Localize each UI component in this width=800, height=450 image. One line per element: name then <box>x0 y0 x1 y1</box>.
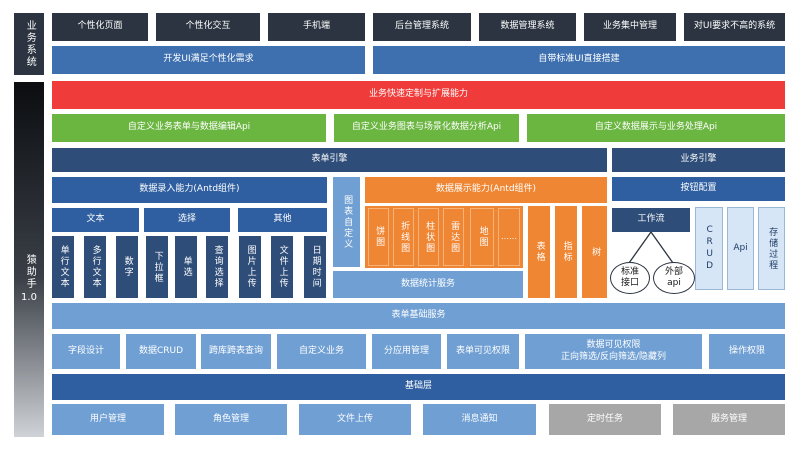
system-business-center: 业务集中管理 <box>584 13 676 41</box>
system-mobile: 手机端 <box>268 13 365 41</box>
entry-dropdown: 下拉框 <box>146 236 168 298</box>
entry-datetime: 日期时间 <box>304 236 326 298</box>
stored-procedure: 存储过程 <box>758 207 785 290</box>
service-management: 服务管理 <box>673 404 785 435</box>
system-data-management: 数据管理系统 <box>479 13 576 41</box>
system-personalized-interaction: 个性化交互 <box>156 13 260 41</box>
chart-radar: 雷达图 <box>443 208 464 266</box>
entry-group-other: 其他 <box>238 208 327 232</box>
display-table: 表格 <box>528 206 550 298</box>
chart-line: 折线图 <box>393 208 414 266</box>
data-crud: 数据CRUD <box>126 334 196 369</box>
assistant-label: 猿助手 <box>24 254 36 291</box>
message-notification: 消息通知 <box>423 404 536 435</box>
capability-bar: 业务快速定制与扩展能力 <box>52 81 785 109</box>
button-config: 按钮配置 <box>612 177 785 201</box>
api: Api <box>727 207 754 290</box>
entry-radio: 单选 <box>175 236 197 298</box>
system-admin: 后台管理系统 <box>373 13 471 41</box>
chart-more: …… <box>498 208 520 266</box>
chart-map: 地图 <box>470 208 494 266</box>
need-custom-ui: 开发UI满足个性化需求 <box>52 46 365 74</box>
role-management: 角色管理 <box>175 404 287 435</box>
entry-number: 数字 <box>116 236 138 298</box>
api-chart-analysis: 自定义业务图表与场景化数据分析Api <box>334 114 519 142</box>
user-management: 用户管理 <box>52 404 164 435</box>
standard-api-node: 标准接口 <box>610 262 650 294</box>
data-entry-title: 数据录入能力(Antd组件) <box>52 177 327 203</box>
entry-query-select: 查询选择 <box>206 236 228 298</box>
data-visibility: 数据可见权限 正向筛选/反向筛选/隐藏列 <box>525 334 702 369</box>
entry-file-upload: 文件上传 <box>271 236 293 298</box>
entry-multi-line-text: 多行文本 <box>84 236 106 298</box>
api-display-processing: 自定义数据展示与业务处理Api <box>527 114 785 142</box>
entry-single-line-text: 单行文本 <box>52 236 74 298</box>
chart-custom: 图表自定义 <box>333 177 360 267</box>
base-layer-title: 基础层 <box>52 374 785 400</box>
field-design: 字段设计 <box>52 334 120 369</box>
data-visibility-line2: 正向筛选/反向筛选/隐藏列 <box>560 351 667 362</box>
entry-group-text: 文本 <box>52 208 139 232</box>
form-base-title: 表单基础服务 <box>52 303 785 329</box>
form-visibility: 表单可见权限 <box>447 334 519 369</box>
business-engine-title: 业务引擎 <box>612 148 785 172</box>
entry-group-select: 选择 <box>144 208 230 232</box>
crud: CRUD <box>695 207 723 290</box>
form-engine-title: 表单引擎 <box>52 148 607 172</box>
chart-bar: 柱状图 <box>418 208 439 266</box>
cross-db-query: 跨库跨表查询 <box>201 334 271 369</box>
assistant-sidebar: 猿助手 1.0 <box>14 82 44 437</box>
api-form-editing: 自定义业务表单与数据编辑Api <box>52 114 326 142</box>
need-standard-ui: 自带标准UI直接搭建 <box>373 46 785 74</box>
custom-business: 自定义业务 <box>277 334 366 369</box>
display-indicator: 指标 <box>555 206 577 298</box>
assistant-version: 1.0 <box>21 292 37 304</box>
system-low-ui: 对UI要求不高的系统 <box>684 13 785 41</box>
entry-image-upload: 图片上传 <box>239 236 261 298</box>
workflow: 工作流 <box>612 208 690 232</box>
business-system-sidebar: 业务系统 <box>14 13 44 75</box>
scheduled-task: 定时任务 <box>549 404 661 435</box>
data-visibility-line1: 数据可见权限 <box>586 340 641 351</box>
business-system-label: 业务系统 <box>24 20 36 68</box>
data-statistics-service: 数据统计服务 <box>333 271 523 298</box>
chart-pie: 饼图 <box>368 208 389 266</box>
system-personalized-page: 个性化页面 <box>52 13 148 41</box>
operation-permission: 操作权限 <box>709 334 785 369</box>
external-api-node: 外部api <box>653 262 695 294</box>
file-upload: 文件上传 <box>299 404 411 435</box>
data-display-title: 数据展示能力(Antd组件) <box>365 177 607 203</box>
display-tree: 树 <box>582 206 607 298</box>
app-management: 分应用管理 <box>372 334 441 369</box>
